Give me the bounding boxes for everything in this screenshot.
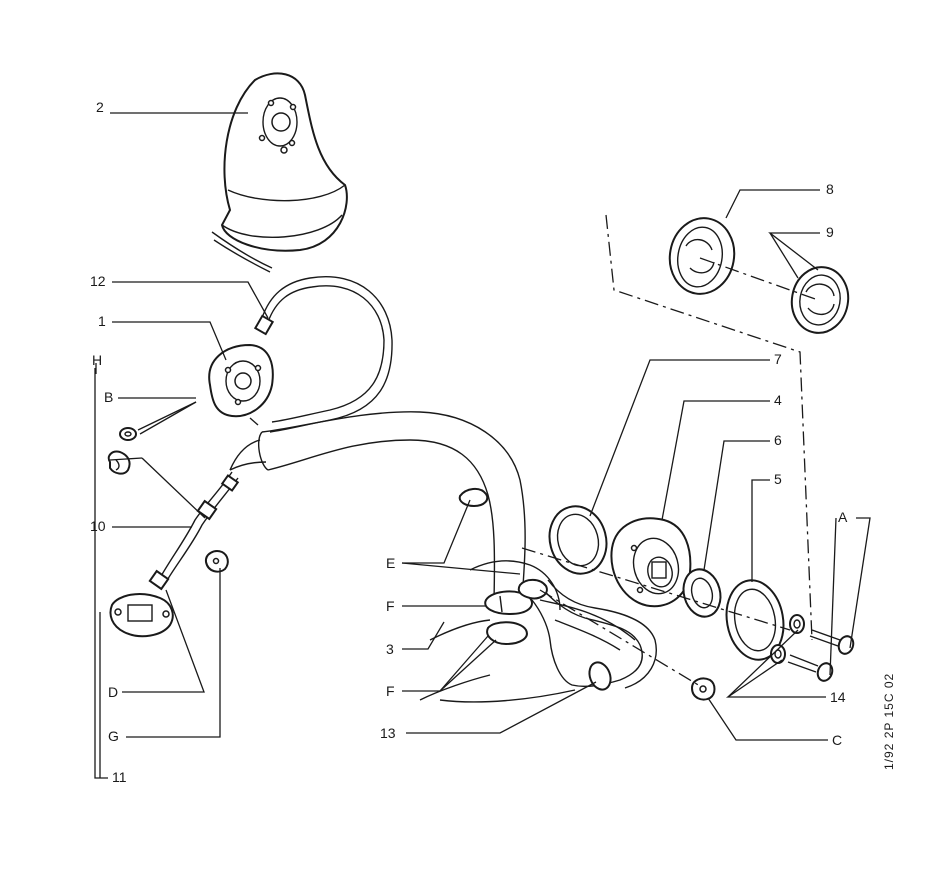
leader-lines <box>94 112 871 779</box>
axis-sender <box>521 547 791 631</box>
callout-14: 14 <box>830 689 846 705</box>
drawing-reference-code: 1/92 2P 15C 02 <box>882 673 896 770</box>
clip-b <box>119 427 137 441</box>
retaining-ring <box>725 579 785 661</box>
axis-cap-pair <box>699 257 819 301</box>
clip-h <box>107 450 131 475</box>
hose-clamp-mid <box>517 578 548 600</box>
trim-strip-2 <box>213 239 271 273</box>
hose-clamp-f-upper <box>484 590 533 616</box>
nut-c <box>690 677 716 701</box>
axis-nut <box>539 589 701 687</box>
callout-b: B <box>104 389 113 405</box>
callout-9: 9 <box>826 224 834 240</box>
callout-12: 12 <box>90 273 106 289</box>
overflow-tube <box>531 579 657 691</box>
hose-clamp-f-lower <box>486 621 528 646</box>
sender-unit-housing <box>610 517 692 608</box>
breather-hose <box>148 471 240 591</box>
callout-13: 13 <box>380 725 396 741</box>
hose-clamp-e <box>458 488 489 508</box>
bolt-upper <box>809 629 855 655</box>
callout-f-lower: F <box>386 683 395 699</box>
filler-cap-inner <box>790 266 850 334</box>
callout-6: 6 <box>774 432 782 448</box>
washer-upper <box>789 614 805 634</box>
check-valve <box>109 593 174 638</box>
callout-5: 5 <box>774 471 782 487</box>
callout-8: 8 <box>826 181 834 197</box>
trim-strip <box>211 231 273 269</box>
callout-d: D <box>108 684 118 700</box>
callout-10: 10 <box>90 518 106 534</box>
callout-1: 1 <box>98 313 106 329</box>
gasket-ring <box>548 505 608 575</box>
flange-plate <box>208 343 274 418</box>
callout-3: 3 <box>386 641 394 657</box>
callout-h: H <box>92 352 102 368</box>
callout-f-upper: F <box>386 598 395 614</box>
axis-cap <box>605 214 813 641</box>
callout-a: A <box>838 509 848 525</box>
callout-g: G <box>108 728 119 744</box>
callout-7: 7 <box>774 351 782 367</box>
filler-pipe <box>229 411 526 601</box>
bolt-lower <box>787 654 834 682</box>
filler-neck-housing <box>220 72 348 252</box>
callout-e: E <box>386 555 395 571</box>
sealing-ring <box>682 568 722 618</box>
callout-4: 4 <box>774 392 782 408</box>
callout-2: 2 <box>96 99 104 115</box>
callout-11: 11 <box>112 769 127 785</box>
callout-c: C <box>832 732 842 748</box>
vent-hose-loop <box>253 276 393 433</box>
nut-g <box>204 550 229 573</box>
tank-lower-body <box>419 560 636 703</box>
filler-cap-outer <box>668 217 736 295</box>
